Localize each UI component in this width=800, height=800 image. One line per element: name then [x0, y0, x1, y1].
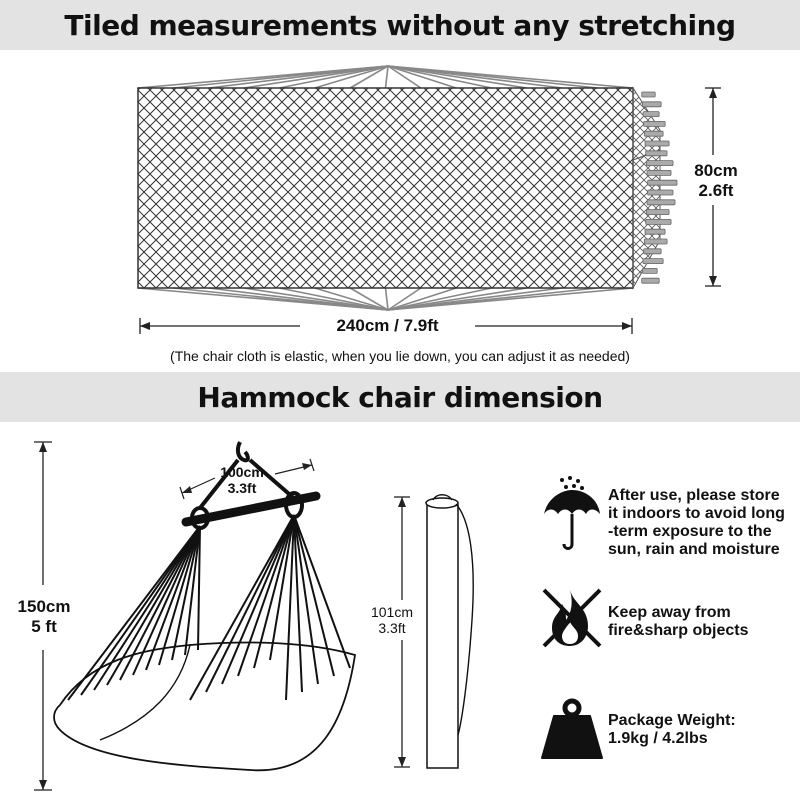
storage-bag: [426, 504, 459, 769]
flat-height-label-cm: 80cm: [694, 161, 738, 180]
care-line: 1.9kg / 4.2lbs: [608, 730, 708, 747]
hammock-chair-diagram: [34, 441, 357, 791]
care-line: -term exposure to the: [608, 523, 772, 540]
no-fire-icon: [542, 588, 602, 648]
chair-seat-fabric: [53, 641, 357, 772]
flat-hammock-diagram: [137, 65, 721, 334]
flat-height-label-ft: 2.6ft: [698, 181, 734, 200]
bar-width-label-cm: 100cm: [220, 464, 264, 480]
chair-height-label-ft: 5 ft: [31, 617, 57, 636]
bag-height-label-ft: 3.3ft: [378, 620, 406, 636]
care-line: Package Weight:: [608, 712, 736, 729]
chair-height-label-cm: 150cm: [17, 597, 71, 616]
umbrella-rain-icon: [544, 476, 600, 550]
tiled-measurements-title: Tiled measurements without any stretchin…: [64, 8, 736, 42]
ceiling-hook: [235, 441, 250, 463]
care-line: fire&sharp objects: [608, 622, 749, 639]
care-text-weight: Package Weight: 1.9kg / 4.2lbs: [608, 712, 736, 748]
care-line: Keep away from: [608, 604, 731, 621]
care-line: After use, please store: [608, 487, 780, 504]
storage-bag-diagram: [394, 494, 474, 769]
chair-dimension-banner: Hammock chair dimension: [0, 372, 800, 422]
hammock-mesh-body: [137, 87, 634, 289]
chair-dimension-title: Hammock chair dimension: [197, 380, 603, 414]
elasticity-note: (The chair cloth is elastic, when you li…: [170, 348, 630, 364]
tiled-measurements-banner: Tiled measurements without any stretchin…: [0, 0, 800, 50]
drawstring: [455, 503, 474, 736]
bag-height-label-cm: 101cm: [370, 604, 414, 620]
care-text-fire: Keep away from fire&sharp objects: [608, 604, 748, 640]
care-line: sun, rain and moisture: [608, 541, 780, 558]
bar-width-label-ft: 3.3ft: [227, 480, 257, 496]
care-text-storage: After use, please store it indoors to av…: [608, 487, 785, 559]
flat-width-label: 240cm / 7.9ft: [336, 316, 439, 335]
weight-icon: [541, 698, 603, 759]
care-line: it indoors to avoid long: [608, 505, 785, 522]
